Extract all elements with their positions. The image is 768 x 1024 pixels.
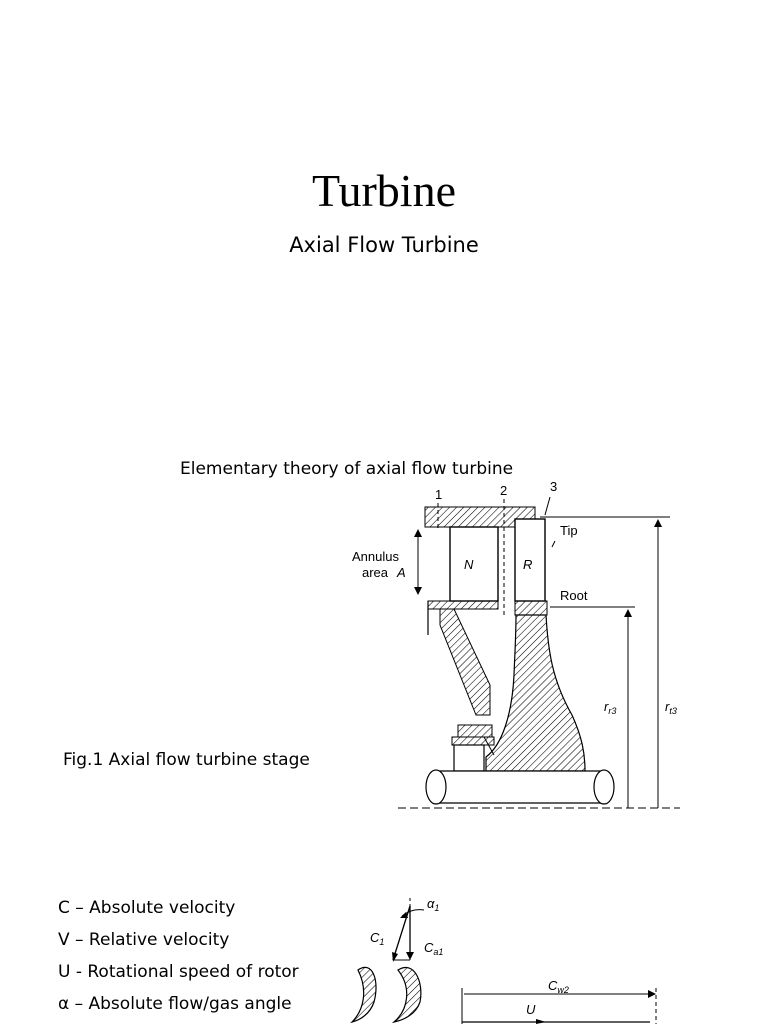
shaft	[429, 770, 611, 804]
legend-item: U - Rotational speed of rotor	[58, 962, 299, 982]
slide-title: Turbine	[312, 165, 456, 216]
ca1-label: Ca1	[424, 940, 443, 957]
legend-item: V – Relative velocity	[58, 930, 230, 950]
nozzle-blade-profile	[391, 967, 422, 1024]
tip-radius-label: rt3	[665, 699, 677, 716]
station-1-label: 1	[435, 487, 442, 502]
root-radius-label: rr3	[604, 699, 616, 716]
alpha-1-label: α1	[427, 896, 439, 913]
velocity-triangle-diagram: α1 C1 Ca1 Cw2 U	[350, 896, 657, 1024]
annulus-area-var: A	[396, 565, 406, 580]
rotor-label: R	[523, 557, 532, 572]
rotor-disc	[485, 614, 586, 772]
figure-caption: Fig.1 Axial flow turbine stage	[63, 750, 310, 770]
rotor-blade	[514, 518, 546, 602]
station-3-label: 3	[550, 479, 557, 494]
root-label: Root	[560, 588, 588, 603]
velocity-legend: C – Absolute velocity V – Relative veloc…	[58, 895, 299, 1023]
cw2-label: Cw2	[548, 978, 569, 995]
nozzle-label: N	[464, 557, 474, 572]
turbine-stage-diagram: 1 2 3 N R Tip Root Annulus area A rt3 rr…	[352, 479, 680, 809]
section-heading: Elementary theory of axial flow turbine	[180, 459, 514, 479]
legend-item: C – Absolute velocity	[58, 898, 236, 918]
tip-label: Tip	[560, 523, 578, 538]
nozzle-blade	[449, 526, 499, 602]
legend-item: α – Absolute flow/gas angle	[58, 994, 292, 1014]
station-2-label: 2	[500, 483, 507, 498]
u-label: U	[526, 1002, 536, 1017]
c1-label: C1	[370, 930, 384, 947]
nozzle-blade-profile	[350, 967, 377, 1024]
annulus-label-line1: Annulus	[352, 549, 399, 564]
annulus-label-line2: area	[362, 565, 389, 580]
slide-subtitle: Axial Flow Turbine	[289, 233, 479, 257]
